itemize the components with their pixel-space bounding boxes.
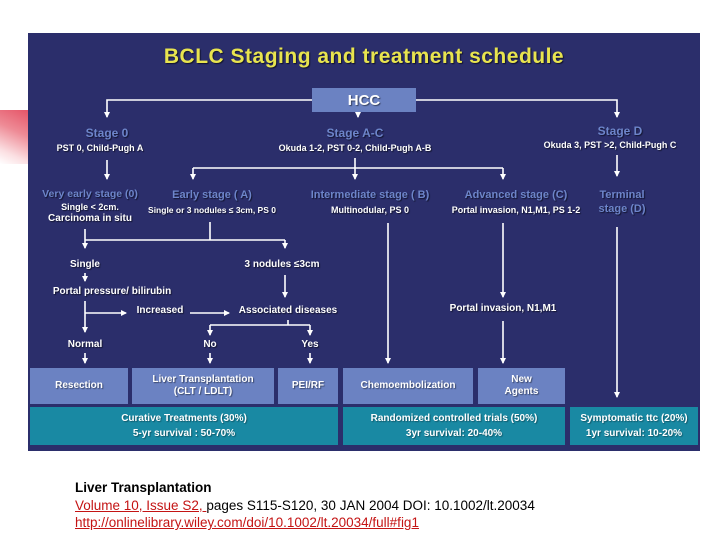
stage-0-label: Stage 0 bbox=[85, 126, 129, 140]
outcome-survival: 5-yr survival : 50-70% bbox=[132, 428, 236, 439]
intermediate-stage-criteria: Multinodular, PS 0 bbox=[330, 205, 410, 215]
treatment-label-line2: (CLT / LDLT) bbox=[173, 386, 233, 397]
hcc-root-box: HCC bbox=[312, 88, 416, 112]
stage-ac-criteria: Okuda 1-2, PST 0-2, Child-Pugh A-B bbox=[278, 143, 432, 153]
node-increased: Increased bbox=[136, 305, 184, 316]
outcome-box-symptomatic: Symptomatic ttc (20%) 1yr survival: 10-2… bbox=[570, 407, 698, 445]
node-yes: Yes bbox=[301, 339, 319, 350]
hcc-label: HCC bbox=[347, 91, 381, 109]
treatment-box-liver-transplantation: Liver Transplantation (CLT / LDLT) bbox=[132, 368, 274, 404]
terminal-stage-label-line2: stage (D) bbox=[598, 203, 646, 215]
very-early-stage-label: Very early stage (0) bbox=[42, 188, 138, 200]
bclc-diagram-slide: BCLC Staging and treatment schedule HCC … bbox=[28, 33, 700, 451]
outcome-title: Curative Treatments (30%) bbox=[121, 413, 247, 424]
node-portal-invasion: Portal invasion, N1,M1 bbox=[449, 303, 557, 314]
treatment-box-pei-rf: PEI/RF bbox=[278, 368, 338, 404]
treatment-box-new-agents: New Agents bbox=[478, 368, 565, 404]
treatment-label: PEI/RF bbox=[291, 380, 325, 391]
treatment-label: Chemoembolization bbox=[360, 380, 456, 391]
outcome-title: Randomized controlled trials (50%) bbox=[370, 413, 538, 424]
article-url-link[interactable]: http://onlinelibrary.wiley.com/doi/10.10… bbox=[75, 515, 419, 530]
treatment-box-resection: Resection bbox=[30, 368, 128, 404]
journal-title: Liver Transplantation bbox=[75, 480, 212, 495]
flow-connectors-svg bbox=[82, 99, 620, 398]
node-associated-diseases: Associated diseases bbox=[238, 305, 338, 316]
treatment-label-line2: Agents bbox=[504, 386, 539, 397]
node-single: Single bbox=[69, 259, 101, 270]
volume-issue-link[interactable]: Volume 10, Issue S2, bbox=[75, 497, 207, 513]
node-3-nodules: 3 nodules ≤3cm bbox=[244, 259, 320, 270]
early-stage-criteria: Single or 3 nodules ≤ 3cm, PS 0 bbox=[148, 205, 276, 215]
treatment-label: New bbox=[511, 374, 532, 385]
node-portal-pressure-bilirubin: Portal pressure/ bilirubin bbox=[52, 286, 172, 297]
stage-ac-label: Stage A-C bbox=[326, 126, 384, 140]
outcome-box-curative: Curative Treatments (30%) 5-yr survival … bbox=[30, 407, 338, 445]
stage-0-criteria: PST 0, Child-Pugh A bbox=[56, 143, 144, 153]
very-early-criteria-1: Single < 2cm. bbox=[61, 202, 119, 212]
intermediate-stage-label: Intermediate stage ( B) bbox=[310, 189, 430, 201]
stage-d-label: Stage D bbox=[597, 124, 643, 138]
terminal-stage-label-line1: Terminal bbox=[599, 189, 645, 201]
treatment-label: Resection bbox=[55, 380, 103, 391]
outcome-title: Symptomatic ttc (20%) bbox=[580, 413, 688, 424]
outcome-box-randomized-trials: Randomized controlled trials (50%) 3yr s… bbox=[343, 407, 565, 445]
stage-d-criteria: Okuda 3, PST >2, Child-Pugh C bbox=[543, 140, 677, 150]
node-normal: Normal bbox=[67, 339, 103, 350]
citation-details: pages S115-S120, 30 JAN 2004 DOI: 10.100… bbox=[206, 497, 535, 513]
treatment-label: Liver Transplantation bbox=[152, 374, 254, 385]
citation-block: Liver Transplantation Volume 10, Issue S… bbox=[75, 479, 535, 532]
early-stage-label: Early stage ( A) bbox=[172, 189, 252, 201]
citation-line: Volume 10, Issue S2, pages S115-S120, 30… bbox=[75, 497, 535, 515]
very-early-criteria-2: Carcinoma in situ bbox=[48, 213, 132, 224]
outcome-survival: 1yr survival: 10-20% bbox=[585, 428, 683, 439]
slide-title: BCLC Staging and treatment schedule bbox=[163, 45, 565, 68]
advanced-stage-label: Advanced stage (C) bbox=[464, 189, 568, 201]
outcome-survival: 3yr survival: 20-40% bbox=[405, 428, 503, 439]
treatment-box-chemoembolization: Chemoembolization bbox=[343, 368, 473, 404]
advanced-stage-criteria: Portal invasion, N1,M1, PS 1-2 bbox=[451, 205, 581, 215]
node-no: No bbox=[203, 339, 217, 350]
